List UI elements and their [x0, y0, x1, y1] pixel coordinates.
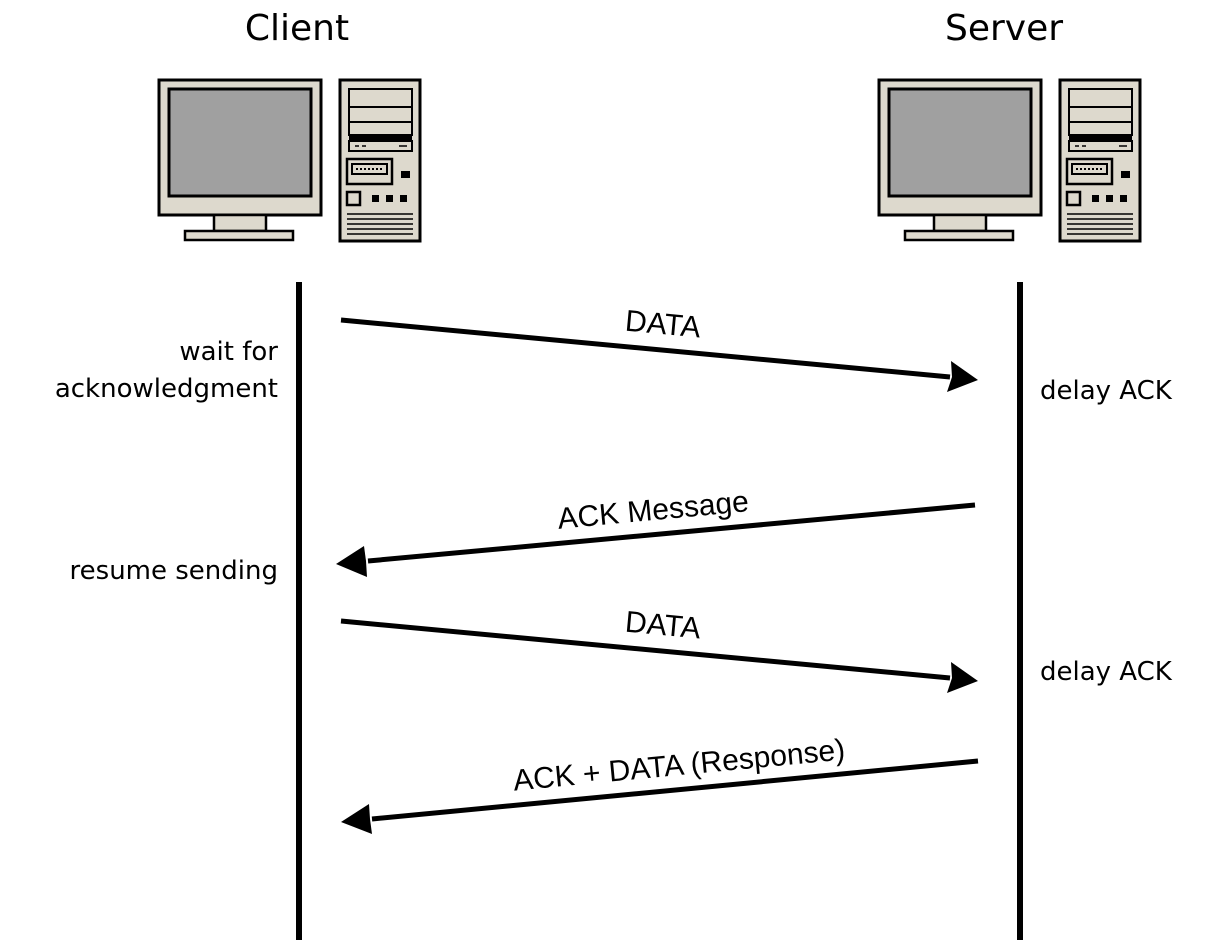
arrow-line [371, 758, 979, 822]
client-computer-icon [157, 78, 422, 243]
server-computer-icon [877, 78, 1142, 243]
arrow-line [340, 317, 951, 380]
message-label: DATA [624, 606, 702, 646]
arrowhead-icon [947, 662, 978, 693]
arrow-line [367, 502, 976, 564]
note-acknowledgment: acknowledgment [55, 374, 278, 404]
arrowhead-icon [947, 361, 978, 392]
message-ack-data-response: ACK + DATA (Response) [341, 733, 979, 834]
note-wait-for: wait for [179, 337, 278, 367]
message-ack: ACK Message [336, 485, 976, 577]
arrow-line [340, 618, 951, 681]
note-delay-ack-2: delay ACK [1040, 657, 1173, 687]
message-label: DATA [624, 305, 702, 345]
message-data-2: DATA [340, 606, 978, 693]
note-resume-sending: resume sending [70, 556, 278, 586]
server-label: Server [945, 8, 1063, 49]
message-data-1: DATA [340, 305, 978, 392]
note-delay-ack-1: delay ACK [1040, 376, 1173, 406]
arrowhead-icon [341, 804, 372, 834]
client-label: Client [245, 8, 349, 49]
arrowhead-icon [336, 546, 367, 577]
